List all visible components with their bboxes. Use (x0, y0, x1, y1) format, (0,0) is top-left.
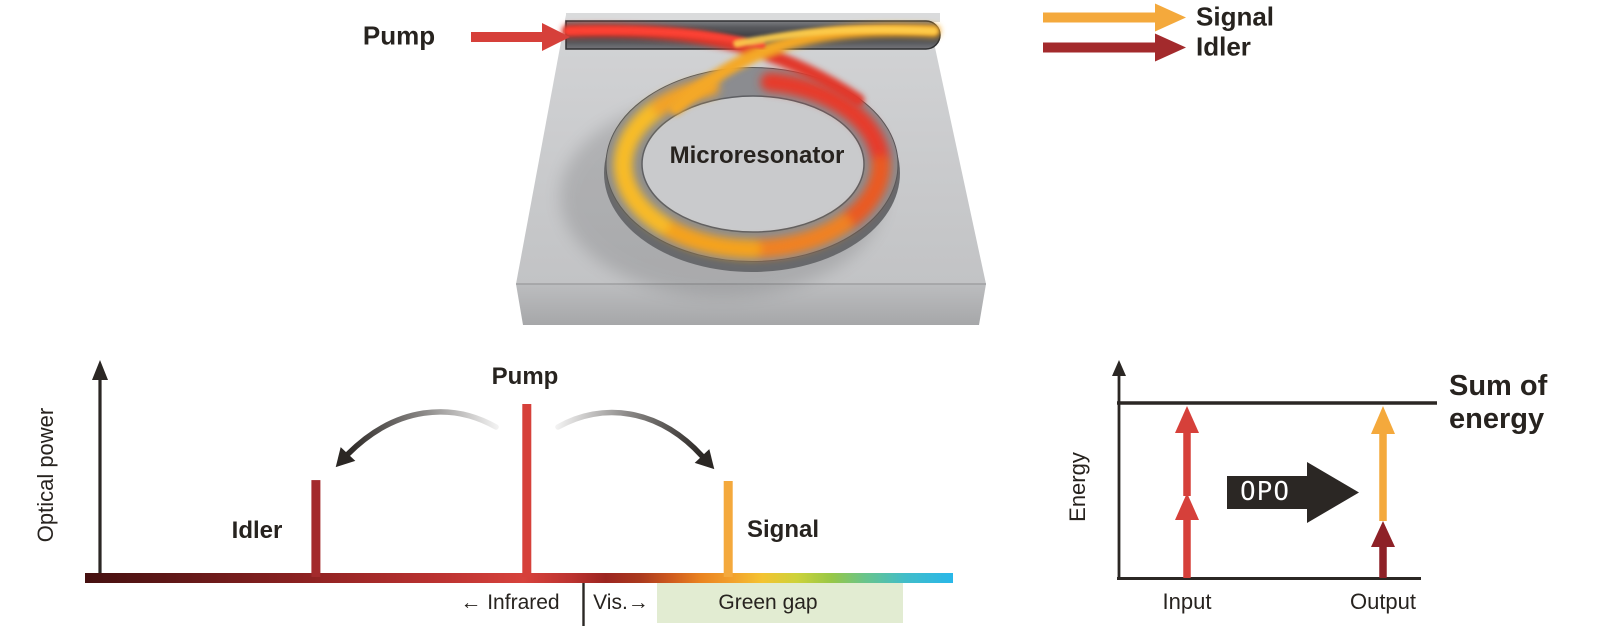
infrared-label: ← Infrared (460, 591, 560, 614)
energy-axis-label: Energy (1065, 452, 1090, 522)
signal-peak-label: Signal (746, 516, 820, 543)
idler-peak-label: Idler (231, 517, 283, 544)
output-label: Output (1349, 589, 1417, 614)
input-photon-arrows (1175, 406, 1199, 578)
idler-peak (311, 480, 321, 577)
sum-of-energy-label: Sum of energy (1449, 370, 1547, 436)
sum-of-energy-line2: energy (1449, 403, 1545, 435)
wavelength-gradient-axis (85, 573, 953, 583)
signal-peak (723, 481, 733, 577)
opo-label: OPO (1240, 477, 1290, 507)
microring-resonator (604, 67, 900, 272)
green-gap-region (657, 583, 903, 623)
signal-label-top: Signal (1196, 1, 1275, 32)
pump-label-top: Pump (362, 20, 436, 51)
conversion-arrow-to-idler (335, 409, 499, 468)
idler-label-top: Idler (1196, 31, 1251, 62)
opo-process-arrow (1227, 462, 1359, 523)
green-gap-label: Green gap (718, 591, 818, 614)
pump-input-arrow (471, 23, 570, 51)
energy-axes (1112, 360, 1437, 580)
pump-peak-label: Pump (491, 363, 559, 390)
input-label: Input (1162, 589, 1212, 614)
idler-output-arrow (1043, 33, 1186, 62)
y-axis-arrowhead (92, 360, 108, 380)
conversion-arrow-to-signal (555, 409, 715, 470)
waveguide-light-cross (561, 23, 941, 115)
microresonator-label: Microresonator (669, 142, 845, 169)
energy-axis-arrowhead (1112, 360, 1126, 376)
spectrum-y-axis (92, 360, 108, 581)
visible-label: Vis.→ (593, 591, 649, 614)
output-photon-arrows (1371, 406, 1395, 578)
pump-peak (522, 404, 532, 577)
optical-power-axis-label: Optical power (33, 407, 58, 543)
spectrum-peaks (311, 404, 733, 577)
sum-of-energy-line1: Sum of (1449, 370, 1548, 402)
signal-output-arrow (1043, 3, 1186, 32)
